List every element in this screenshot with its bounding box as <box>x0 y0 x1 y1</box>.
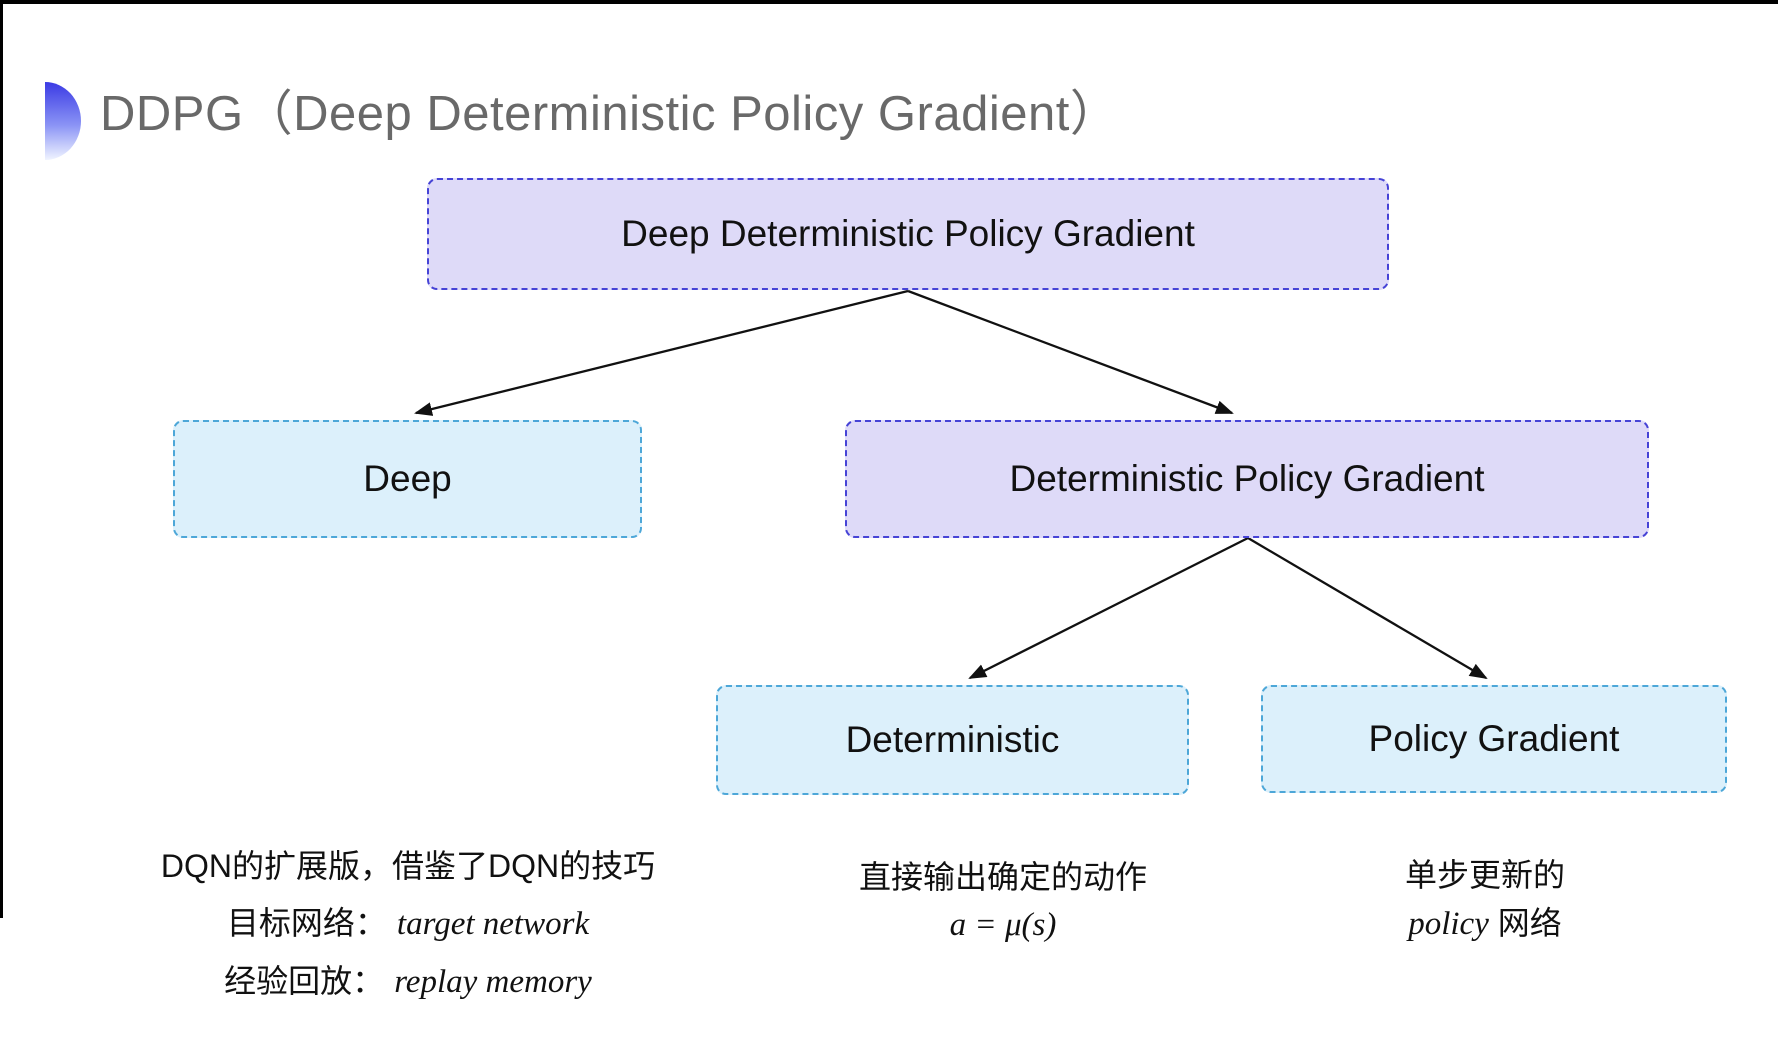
notes-deterministic: 直接输出确定的动作 a = μ(s) <box>773 853 1233 949</box>
node-deep-label: Deep <box>363 458 452 499</box>
arrow-dpg-to-deterministic <box>968 536 1249 680</box>
notes-policy-gradient-line1: 单步更新的 <box>1404 857 1565 893</box>
notes-policy-gradient-line2: policy 网络 <box>1275 899 1695 948</box>
arrow-dpg-to-policy-gradient <box>1247 537 1488 680</box>
notes-deterministic-line1: 直接输出确定的动作 <box>858 859 1147 895</box>
page-title: DDPG（Deep Deterministic Policy Gradient） <box>100 87 1120 141</box>
node-dpg-label: Deterministic Policy Gradient <box>1009 458 1485 499</box>
title-bullet-icon <box>45 82 81 160</box>
notes-deep-line3-term: replay memory <box>394 964 592 1000</box>
notes-deep-line2-term: target network <box>396 906 590 942</box>
arrow-ddpg-to-dpg <box>907 289 1234 415</box>
notes-policy-gradient-term: policy <box>1408 906 1489 942</box>
node-deterministic: Deterministic <box>716 685 1189 795</box>
notes-deep-line2: 目标网络：target network <box>98 895 718 953</box>
node-ddpg: Deep Deterministic Policy Gradient <box>427 178 1389 290</box>
node-policy-gradient-label: Policy Gradient <box>1368 718 1620 759</box>
notes-policy-gradient: 单步更新的 policy 网络 <box>1275 851 1695 948</box>
top-frame-line <box>0 0 1778 4</box>
notes-policy-gradient-suffix: 网络 <box>1488 905 1562 941</box>
node-deterministic-label: Deterministic <box>845 719 1060 760</box>
node-deep: Deep <box>173 420 642 538</box>
notes-deep-line3: 经验回放：replay memory <box>98 953 718 1011</box>
notes-deep-line2-label: 目标网络： <box>226 905 387 941</box>
node-ddpg-label: Deep Deterministic Policy Gradient <box>621 213 1195 254</box>
notes-deep-line1: DQN的扩展版，借鉴了DQN的技巧 <box>160 848 656 884</box>
notes-deterministic-formula: a = μ(s) <box>949 907 1057 943</box>
left-frame-line <box>0 0 3 918</box>
node-policy-gradient: Policy Gradient <box>1261 685 1727 793</box>
node-deterministic-policy-gradient: Deterministic Policy Gradient <box>845 420 1649 538</box>
notes-deep: DQN的扩展版，借鉴了DQN的技巧 目标网络：target network 经验… <box>98 838 718 1011</box>
notes-deep-line3-label: 经验回放： <box>224 963 385 999</box>
arrow-ddpg-to-deep <box>414 289 909 416</box>
